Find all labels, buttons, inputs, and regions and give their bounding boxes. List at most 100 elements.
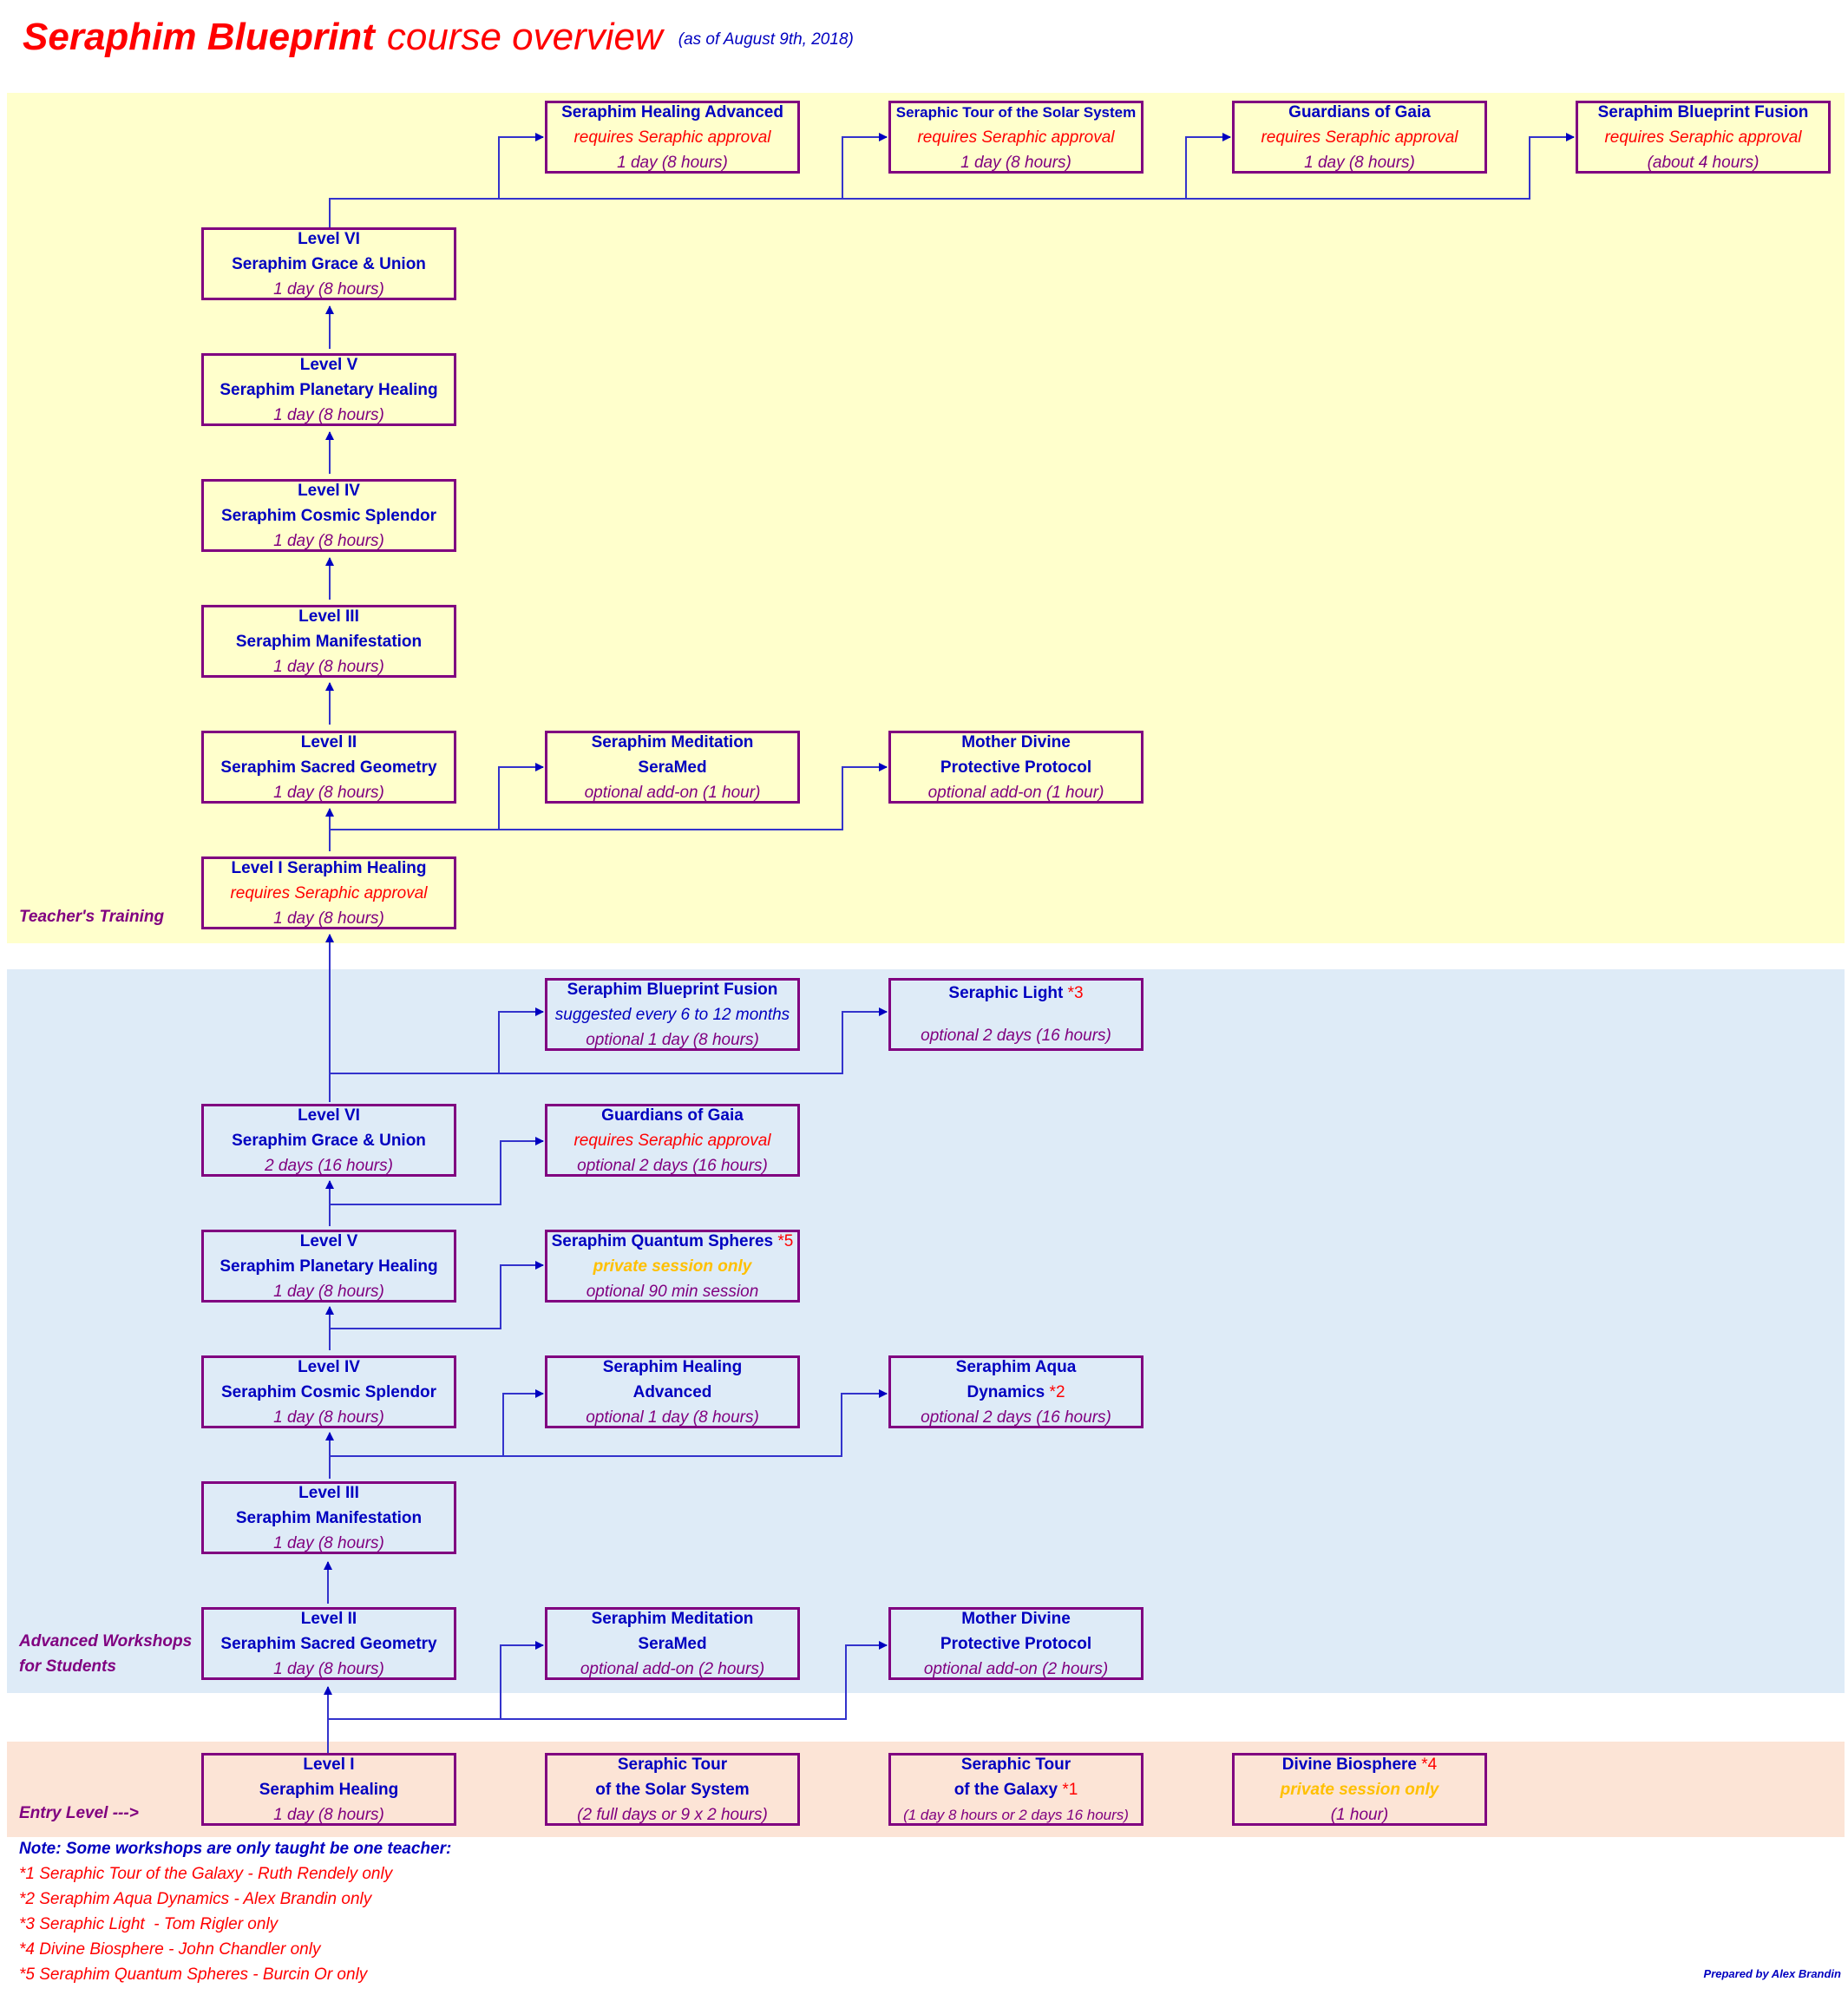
course-name: Seraphic Tour — [960, 1755, 1071, 1774]
course-name-2: Protective Protocol — [940, 1634, 1092, 1653]
teacher-addon-meditation: Seraphim Meditation SeraMed optional add… — [545, 731, 800, 804]
entry-divine-biosphere: Divine Biosphere *4 private session only… — [1232, 1753, 1487, 1826]
student-level-iv: Level IV Seraphim Cosmic Splendor 1 day … — [201, 1355, 456, 1428]
duration: (2 full days or 9 x 2 hours) — [577, 1805, 768, 1824]
level-label: Level III — [298, 607, 359, 626]
level-label: Level V — [299, 355, 358, 374]
course-name: Seraphic Tour — [617, 1755, 728, 1774]
duration: optional add-on (1 hour) — [584, 783, 761, 802]
course-name: Guardians of Gaia — [1288, 102, 1431, 121]
course-name: Seraphim Healing — [602, 1357, 743, 1376]
section-label-entry: Entry Level ---> — [19, 1804, 139, 1822]
duration: 1 day (8 hours) — [273, 1533, 384, 1552]
student-course-healing-advanced: Seraphim Healing Advanced optional 1 day… — [545, 1355, 800, 1428]
advanced-workshops-band — [7, 969, 1845, 1693]
level-label: Level III — [298, 1483, 359, 1502]
course-name: Seraphim Blueprint Fusion — [567, 980, 778, 999]
footnote-mark: *1 — [1062, 1780, 1078, 1799]
student-course-aqua-dynamics: Seraphim Aqua Dynamics *2 optional 2 day… — [888, 1355, 1144, 1428]
teacher-level-iii: Level III Seraphim Manifestation 1 day (… — [201, 605, 456, 678]
course-name: Seraphim Planetary Healing — [220, 380, 438, 399]
course-name: Seraphim Meditation — [591, 1609, 754, 1628]
footnote-mark: *5 — [777, 1231, 794, 1250]
course-name: Seraphim Grace & Union — [232, 254, 426, 273]
teacher-addon-mother-divine: Mother Divine Protective Protocol option… — [888, 731, 1144, 804]
duration: 1 day (8 hours) — [273, 531, 384, 550]
approval-note: requires Seraphic approval — [230, 883, 428, 902]
duration: 1 day (8 hours) — [273, 657, 384, 676]
course-name: Seraphim Sacred Geometry — [220, 1634, 437, 1653]
approval-note: requires Seraphic approval — [573, 128, 771, 147]
footnote-mark: *4 — [1421, 1755, 1438, 1774]
duration: 1 day (8 hours) — [617, 153, 728, 172]
student-addon-mother-divine: Mother Divine Protective Protocol option… — [888, 1607, 1144, 1680]
title-sub: course overview — [386, 16, 663, 58]
entry-solar-tour: Seraphic Tour of the Solar System (2 ful… — [545, 1753, 800, 1826]
teacher-course-solar-tour: Seraphic Tour of the Solar System requir… — [888, 101, 1144, 174]
level-label: Level IV — [298, 1357, 360, 1376]
teacher-course-guardians-gaia: Guardians of Gaia requires Seraphic appr… — [1232, 101, 1487, 174]
course-name: Guardians of Gaia — [601, 1106, 744, 1125]
note — [891, 1006, 1141, 1023]
duration: optional 1 day (8 hours) — [586, 1408, 759, 1427]
duration: 1 day (8 hours) — [273, 1659, 384, 1678]
teacher-course-healing-advanced: Seraphim Healing Advanced requires Serap… — [545, 101, 800, 174]
footnotes-heading: Note: Some workshops are only taught be … — [19, 1840, 452, 1858]
level-label: Level VI — [298, 1106, 360, 1125]
course-name: Level I Seraphim Healing — [231, 858, 427, 877]
course-name: Seraphim Quantum Spheres — [551, 1231, 774, 1250]
course-name: Seraphim Healing Advanced — [561, 102, 783, 121]
student-course-guardians-gaia: Guardians of Gaia requires Seraphic appr… — [545, 1104, 800, 1177]
duration: 1 day (8 hours) — [273, 909, 384, 928]
teacher-course-blueprint-fusion: Seraphim Blueprint Fusion requires Serap… — [1576, 101, 1831, 174]
course-name: Seraphim Cosmic Splendor — [220, 506, 437, 525]
footnote-item: *5 Seraphim Quantum Spheres - Burcin Or … — [19, 1965, 368, 1984]
entry-level-i: Level I Seraphim Healing 1 day (8 hours) — [201, 1753, 456, 1826]
course-name: Seraphim Blueprint Fusion — [1597, 102, 1809, 121]
course-name: Seraphim Healing — [259, 1780, 399, 1799]
course-name: Seraphim Meditation — [591, 732, 754, 751]
level-label: Level II — [300, 1609, 357, 1628]
duration: 1 day (8 hours) — [273, 1408, 384, 1427]
section-label-students-2: for Students — [19, 1657, 116, 1676]
approval-note: requires Seraphic approval — [1604, 128, 1802, 147]
footnotes: Note: Some workshops are only taught be … — [19, 1836, 451, 1987]
duration: 1 day (8 hours) — [273, 279, 384, 299]
course-name-2: SeraMed — [638, 1634, 707, 1653]
course-name: Mother Divine — [961, 1609, 1071, 1628]
duration: 1 day (8 hours) — [960, 153, 1071, 172]
student-course-quantum-spheres: Seraphim Quantum Spheres *5 private sess… — [545, 1230, 800, 1303]
duration: optional 90 min session — [586, 1282, 759, 1301]
course-name: Seraphim Manifestation — [235, 632, 423, 651]
teacher-level-ii: Level II Seraphim Sacred Geometry 1 day … — [201, 731, 456, 804]
prepared-by: Prepared by Alex Brandin — [1703, 1967, 1841, 1980]
teacher-level-iv: Level IV Seraphim Cosmic Splendor 1 day … — [201, 479, 456, 552]
footnote-mark: *3 — [1067, 984, 1084, 1002]
duration: 1 day (8 hours) — [1304, 153, 1415, 172]
course-name-2: of the Galaxy — [953, 1780, 1058, 1799]
level-label: Level VI — [298, 229, 360, 248]
footnote-item: *2 Seraphim Aqua Dynamics - Alex Brandin… — [19, 1890, 372, 1908]
duration: optional 1 day (8 hours) — [586, 1030, 759, 1049]
course-name: Seraphim Grace & Union — [232, 1131, 426, 1150]
level-label: Level I — [303, 1755, 355, 1774]
student-addon-meditation: Seraphim Meditation SeraMed optional add… — [545, 1607, 800, 1680]
section-label-students-1: Advanced Workshops — [19, 1632, 193, 1650]
duration: 1 day (8 hours) — [273, 783, 384, 802]
duration: optional add-on (1 hour) — [927, 783, 1104, 802]
duration: 2 days (16 hours) — [265, 1156, 393, 1175]
teacher-level-v: Level V Seraphim Planetary Healing 1 day… — [201, 353, 456, 426]
student-level-iii: Level III Seraphim Manifestation 1 day (… — [201, 1481, 456, 1554]
duration: 1 day (8 hours) — [273, 1805, 384, 1824]
footnote-mark: *2 — [1049, 1382, 1065, 1401]
duration: (1 day 8 hours or 2 days 16 hours) — [903, 1806, 1129, 1823]
student-course-blueprint-fusion: Seraphim Blueprint Fusion suggested ever… — [545, 978, 800, 1051]
course-name: Seraphim Sacred Geometry — [220, 758, 437, 777]
course-name: Seraphic Light — [948, 984, 1064, 1002]
course-name: Seraphim Aqua — [955, 1357, 1077, 1376]
course-name: Divine Biosphere — [1281, 1755, 1417, 1774]
course-name: Seraphim Cosmic Splendor — [220, 1382, 437, 1401]
private-session-note: private session only — [593, 1257, 752, 1276]
duration: optional 2 days (16 hours) — [921, 1027, 1111, 1045]
